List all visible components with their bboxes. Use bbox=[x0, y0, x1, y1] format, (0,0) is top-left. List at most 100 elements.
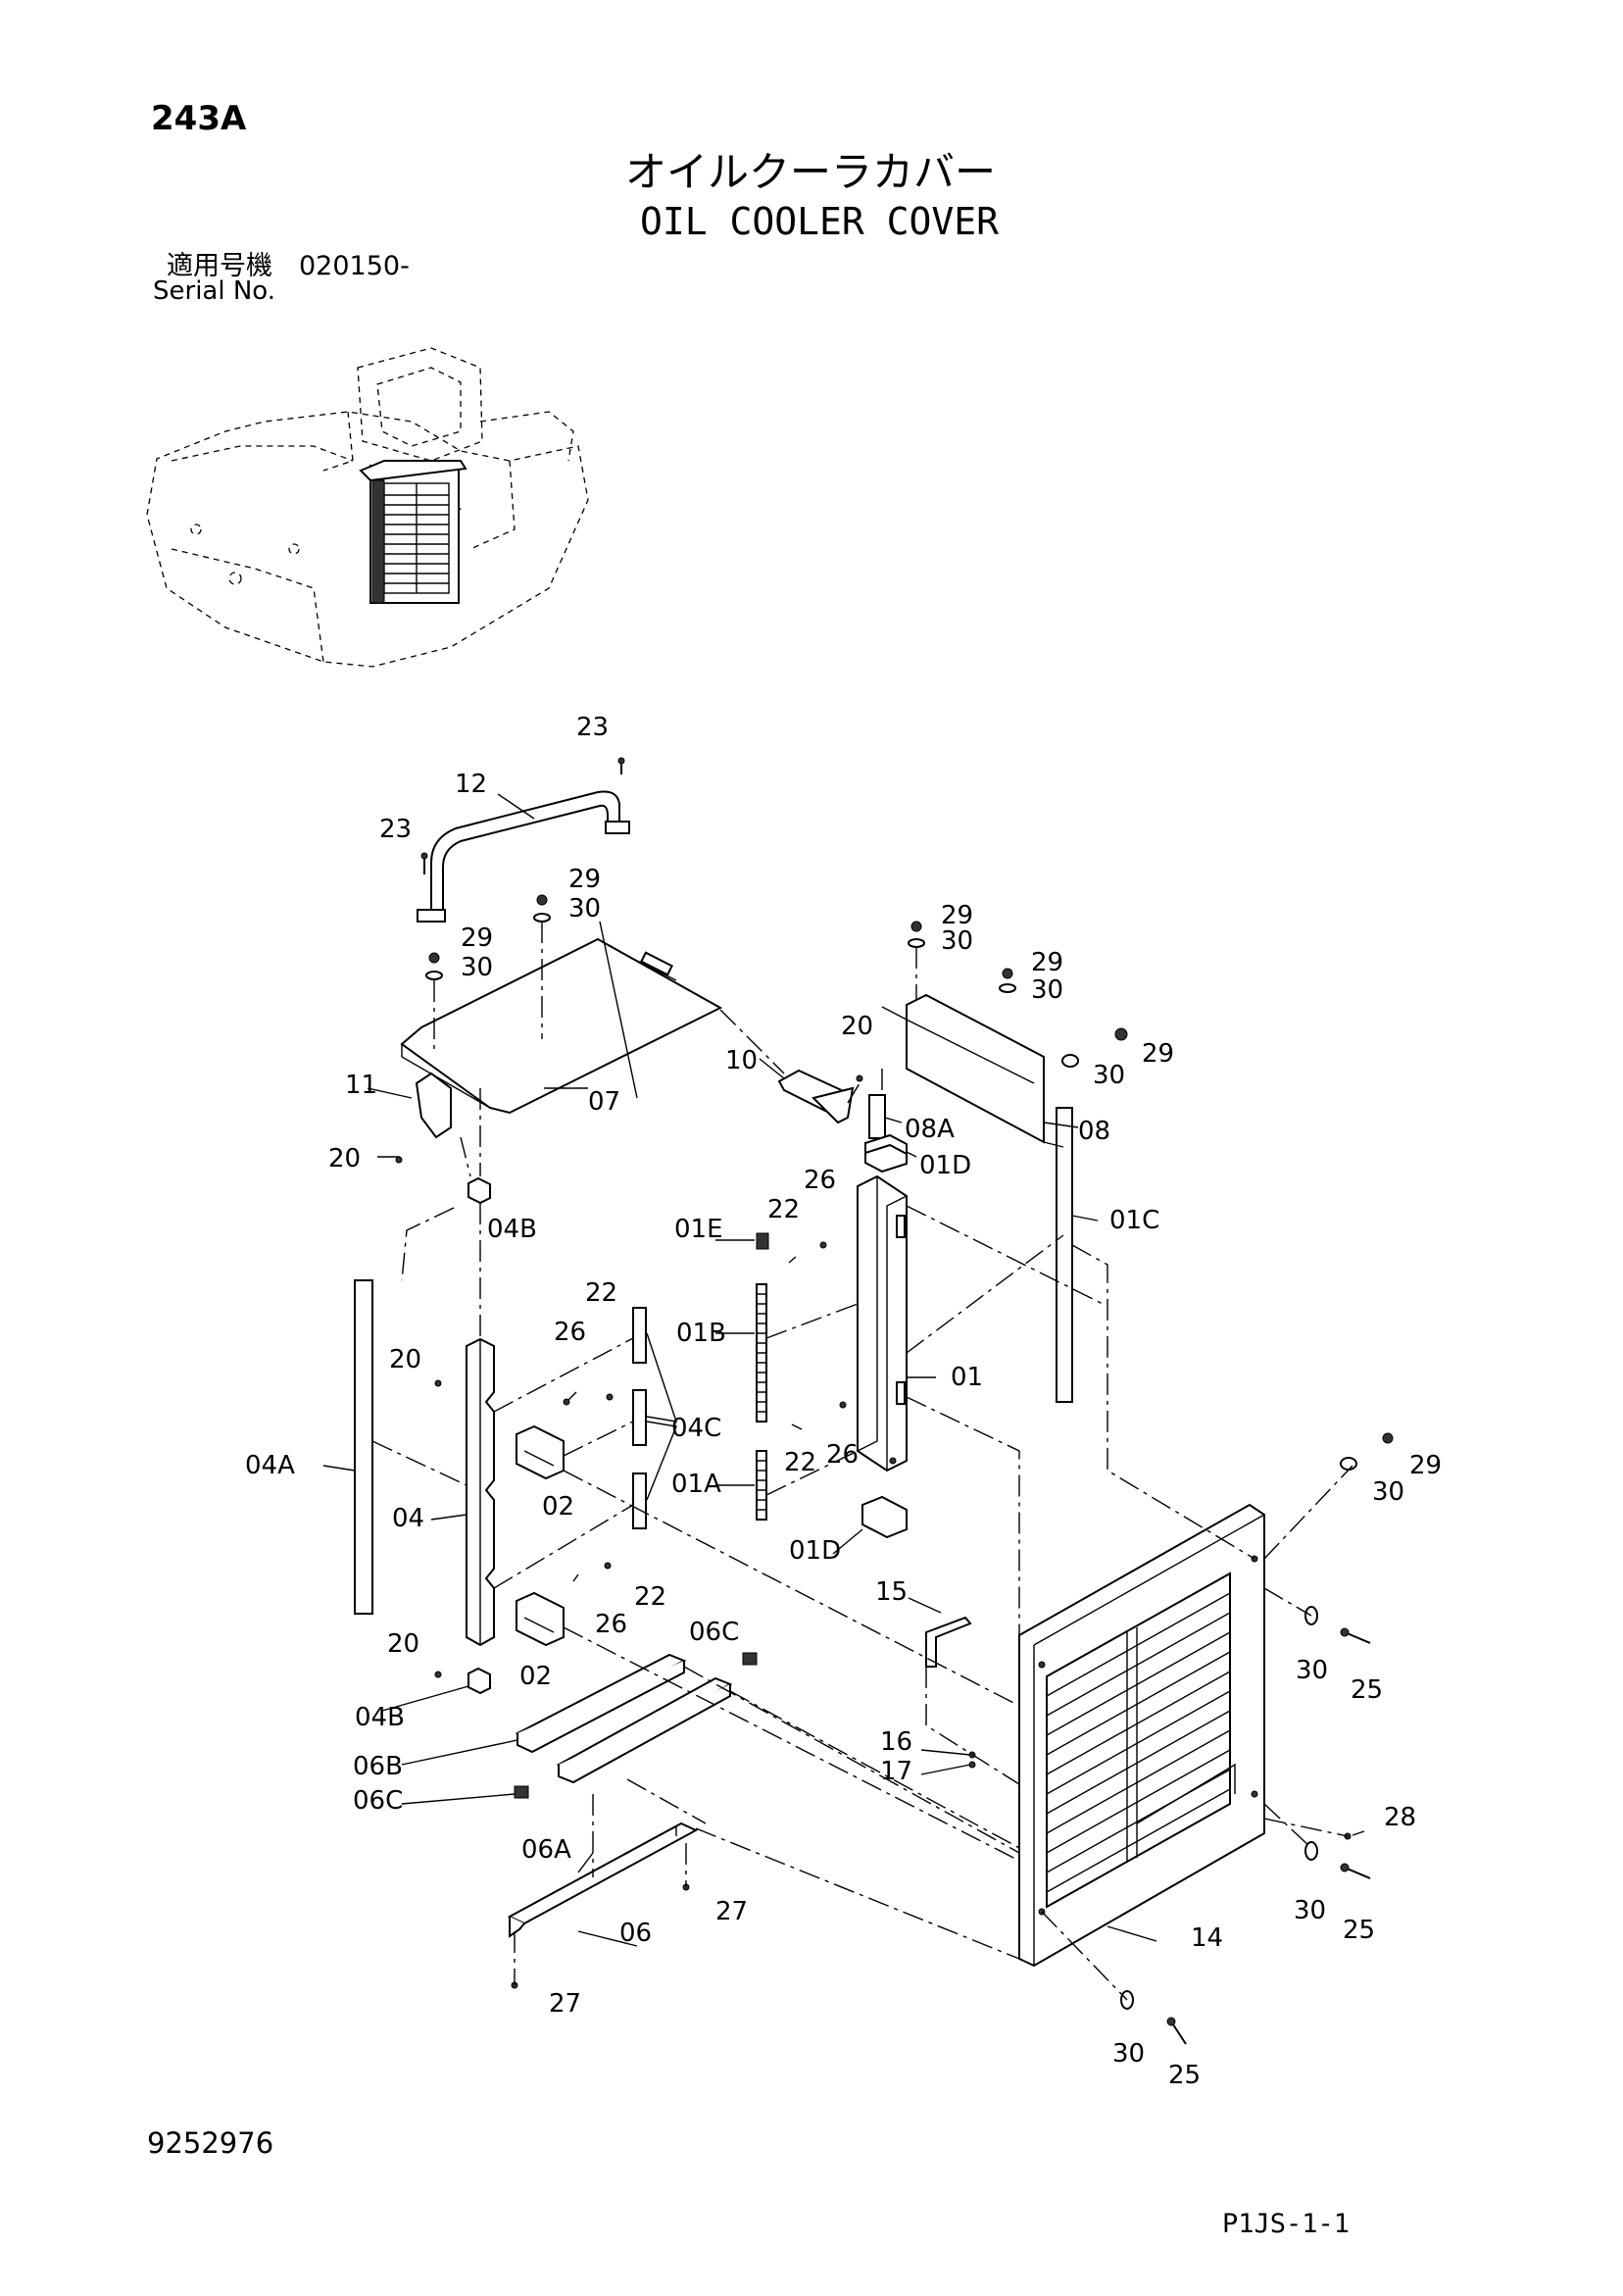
part-04-column bbox=[466, 1337, 495, 1647]
callout-26: 26 bbox=[804, 1166, 836, 1195]
callout-07: 07 bbox=[588, 1087, 620, 1117]
part-04B-top bbox=[467, 1176, 491, 1205]
callout-26: 26 bbox=[554, 1318, 586, 1347]
callout-30: 30 bbox=[461, 953, 493, 982]
callout-25: 25 bbox=[1343, 1916, 1375, 1945]
callout-01D: 01D bbox=[789, 1536, 841, 1566]
callout-30: 30 bbox=[1296, 1656, 1328, 1685]
sheet-code: P1JS-1-1 bbox=[1222, 2209, 1351, 2239]
parts-04C-pads bbox=[632, 1307, 647, 1529]
callout-04A: 04A bbox=[245, 1451, 295, 1480]
serial-label-english: Serial No. bbox=[153, 276, 275, 306]
callout-06C: 06C bbox=[689, 1618, 739, 1647]
callout-04B: 04B bbox=[487, 1215, 537, 1244]
callout-29: 29 bbox=[568, 865, 601, 894]
callout-01D: 01D bbox=[919, 1151, 971, 1180]
callout-01B: 01B bbox=[676, 1319, 726, 1348]
callout-25: 25 bbox=[1351, 1675, 1383, 1705]
callout-20: 20 bbox=[841, 1012, 873, 1041]
part-11-bracket bbox=[395, 1072, 452, 1164]
callout-06: 06 bbox=[619, 1919, 652, 1948]
page-title-english: OIL COOLER COVER bbox=[640, 200, 1000, 243]
callout-06A: 06A bbox=[521, 1835, 571, 1865]
callout-20: 20 bbox=[389, 1345, 421, 1374]
callout-08: 08 bbox=[1078, 1117, 1110, 1146]
callout-29: 29 bbox=[1409, 1451, 1442, 1480]
callout-30: 30 bbox=[568, 894, 601, 923]
document-number: 9252976 bbox=[147, 2126, 274, 2160]
callout-04C: 04C bbox=[671, 1414, 721, 1443]
callout-08A: 08A bbox=[905, 1115, 955, 1144]
bolts-23 bbox=[420, 757, 625, 874]
leader-lines bbox=[322, 793, 1365, 1947]
part-01-frame bbox=[857, 1174, 908, 1472]
callout-30: 30 bbox=[1093, 1061, 1125, 1090]
parts-02-brackets bbox=[516, 1424, 565, 1647]
callout-30: 30 bbox=[941, 926, 973, 956]
part-04B-bottom bbox=[467, 1667, 491, 1695]
callout-23: 23 bbox=[379, 815, 412, 844]
part-07-cover-plate bbox=[400, 937, 723, 1115]
callout-10: 10 bbox=[725, 1046, 758, 1075]
callout-01C: 01C bbox=[1109, 1206, 1159, 1235]
callout-15: 15 bbox=[875, 1577, 908, 1607]
callout-14: 14 bbox=[1191, 1923, 1223, 1953]
page-title-japanese: オイルクーラカバー bbox=[625, 148, 997, 196]
callout-30: 30 bbox=[1031, 975, 1063, 1005]
callout-28: 28 bbox=[1384, 1803, 1416, 1832]
callout-12: 12 bbox=[455, 770, 487, 799]
callout-22: 22 bbox=[585, 1278, 617, 1308]
part-01D-lower-block bbox=[861, 1495, 908, 1539]
parts-06-rails bbox=[507, 1652, 758, 1989]
callout-30: 30 bbox=[1294, 1896, 1326, 1925]
parts-01E-01B-01A bbox=[756, 1232, 769, 1521]
callout-06B: 06B bbox=[353, 1752, 403, 1781]
part-10-bracket bbox=[777, 1069, 863, 1124]
callout-30: 30 bbox=[1372, 1477, 1404, 1507]
callout-22: 22 bbox=[767, 1195, 800, 1224]
part-04A-strip bbox=[354, 1279, 373, 1615]
callout-27: 27 bbox=[549, 1989, 581, 2019]
callout-02: 02 bbox=[519, 1662, 552, 1691]
callout-29: 29 bbox=[941, 901, 973, 930]
callout-29: 29 bbox=[1031, 948, 1063, 977]
assembly-lines bbox=[371, 1009, 1353, 2001]
part-08-cover bbox=[881, 993, 1045, 1144]
callout-labels: 23 12 23 29 30 29 30 29 30 29 30 20 29 3… bbox=[245, 713, 1442, 2090]
callout-16: 16 bbox=[880, 1727, 912, 1757]
machine-location-sketch bbox=[146, 347, 589, 668]
callout-25: 25 bbox=[1168, 2061, 1201, 2090]
callout-23: 23 bbox=[576, 713, 609, 742]
seals-08A-01D bbox=[864, 1094, 908, 1173]
callout-20: 20 bbox=[387, 1629, 419, 1659]
callout-01: 01 bbox=[951, 1363, 983, 1392]
part-12-handle bbox=[417, 790, 630, 923]
callout-27: 27 bbox=[715, 1897, 748, 1926]
callout-26: 26 bbox=[826, 1440, 859, 1470]
callout-22: 22 bbox=[784, 1448, 816, 1477]
callout-06C: 06C bbox=[353, 1786, 403, 1816]
callout-29: 29 bbox=[461, 923, 493, 953]
callout-17: 17 bbox=[880, 1757, 912, 1786]
bolts-25-washers-30-right bbox=[968, 1432, 1394, 2045]
callout-29: 29 bbox=[1142, 1039, 1174, 1069]
callout-26: 26 bbox=[595, 1610, 627, 1639]
part-14-grille-frame bbox=[1018, 1503, 1265, 1968]
callout-01E: 01E bbox=[674, 1215, 723, 1244]
callout-30: 30 bbox=[1112, 2039, 1145, 2069]
callout-22: 22 bbox=[634, 1582, 666, 1612]
bolts-29-washers-30-top bbox=[425, 894, 1128, 1068]
callout-04B: 04B bbox=[355, 1703, 405, 1732]
small-screws bbox=[434, 1241, 847, 1678]
callout-20: 20 bbox=[328, 1144, 361, 1173]
callout-01A: 01A bbox=[671, 1470, 721, 1499]
callout-11: 11 bbox=[345, 1071, 377, 1100]
callout-04: 04 bbox=[392, 1504, 424, 1533]
serial-range-japanese: 適用号機 020150- bbox=[167, 251, 410, 281]
page-code: 243A bbox=[151, 99, 247, 138]
part-01C-strip bbox=[1056, 1107, 1073, 1403]
callout-02: 02 bbox=[542, 1492, 574, 1522]
part-15-latch bbox=[925, 1616, 972, 1668]
